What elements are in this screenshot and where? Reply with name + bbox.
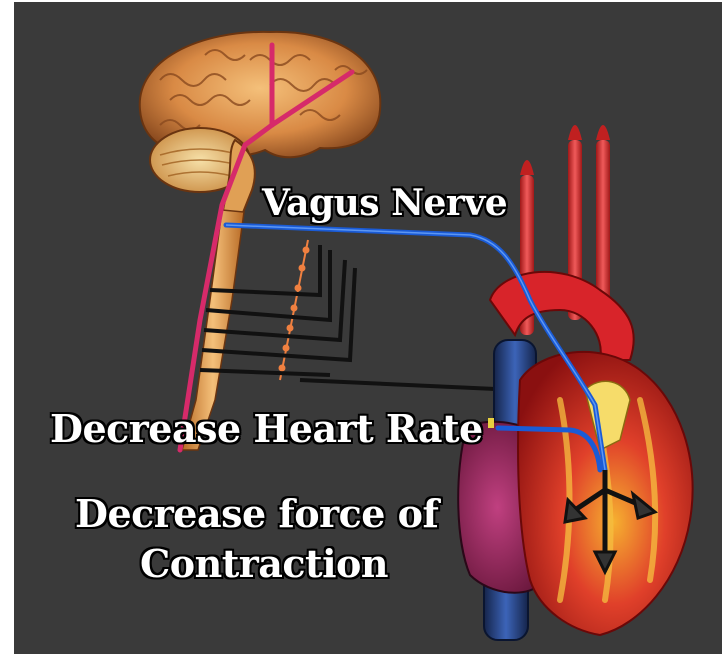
decrease-force-label-line2: Contraction bbox=[140, 545, 388, 583]
decrease-force-label-line1: Decrease force of bbox=[75, 495, 438, 533]
vagus-nerve-label: Vagus Nerve bbox=[262, 185, 507, 221]
decrease-heart-rate-label: Decrease Heart Rate bbox=[50, 410, 483, 448]
